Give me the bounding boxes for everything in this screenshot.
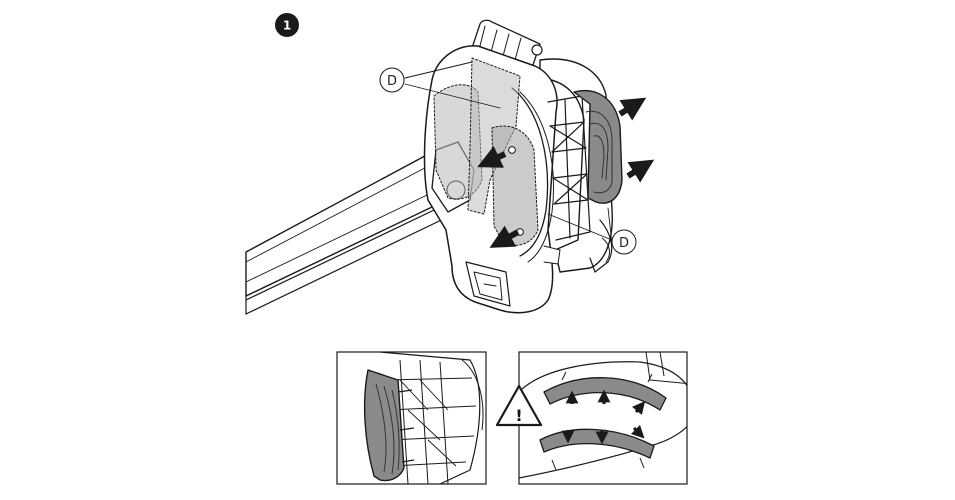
- lattice-frame: [547, 95, 591, 241]
- right-rubber-pad: [573, 90, 623, 204]
- warning-triangle-icon: [495, 384, 543, 427]
- detail-box-left: [336, 351, 487, 485]
- callout-label-upper: D: [387, 74, 397, 89]
- step-number: 1: [283, 19, 291, 33]
- warning-sign: !: [495, 384, 543, 427]
- direction-arrow-icon: [631, 401, 646, 416]
- step-badge: 1: [275, 13, 299, 37]
- direction-arrows: [477, 97, 655, 248]
- direction-arrow-icon: [626, 159, 655, 183]
- detail-box-right: [518, 351, 688, 485]
- direction-arrow-icon: [630, 424, 645, 439]
- leader-lines: [404, 61, 613, 245]
- direction-arrow-icon: [618, 97, 647, 121]
- step-number-badge-icon: [275, 13, 299, 37]
- callout-label-lower: D: [619, 236, 629, 251]
- hinge: [471, 19, 543, 69]
- callout-d-lower: D: [611, 229, 637, 255]
- main-illustration: [245, 19, 623, 315]
- warning-symbol: !: [515, 406, 522, 425]
- direction-arrow-icon: [489, 225, 520, 248]
- callout-d-upper: D: [379, 67, 405, 93]
- direction-arrow-icon: [477, 146, 507, 168]
